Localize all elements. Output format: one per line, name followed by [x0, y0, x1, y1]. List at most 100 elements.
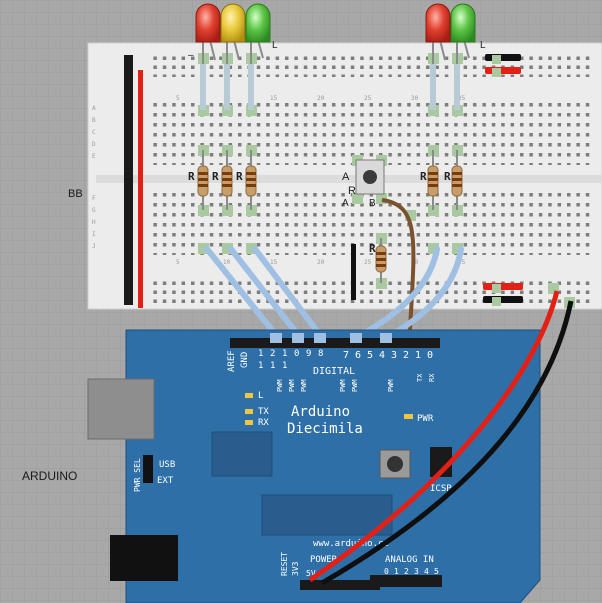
pin-label: 1 [415, 350, 421, 361]
left-rail-black [124, 55, 133, 305]
pin-label: 2 [270, 349, 275, 359]
analog-pin-label: 0 [384, 567, 389, 576]
v33-label: 3V3 [291, 561, 300, 576]
led-group-left: L – [188, 3, 278, 61]
pwm-label: PWM [288, 379, 296, 392]
usb-connector [87, 378, 155, 440]
row-letter: H [92, 219, 96, 226]
led-pwr-icon [404, 414, 413, 419]
wire-black-ground [320, 300, 574, 586]
row-letter: C [92, 129, 96, 136]
digital-header [230, 338, 440, 348]
reset-button-cap-icon [387, 456, 403, 472]
led-rx-label: RX [258, 418, 269, 428]
row-letter: I [92, 231, 96, 238]
pin-label: 1 [258, 361, 263, 371]
push-button: A R A B [342, 159, 385, 209]
resistor-label: R [236, 170, 243, 183]
col-number: 20 [317, 95, 325, 102]
usb-label: USB [159, 460, 175, 470]
col-number: 25 [364, 95, 372, 102]
analog-pin-label: 3 [414, 567, 419, 576]
col-number: 5 [176, 259, 180, 266]
v5-label: 5V [306, 569, 316, 578]
resistor-label: R [369, 242, 376, 255]
led-tx-label: TX [258, 407, 269, 417]
rail-wire-red-top [485, 67, 521, 74]
power-select-jumper [143, 455, 153, 483]
row-letter: D [92, 141, 96, 148]
gnd-label: GND [240, 352, 250, 368]
resistor-label: R [444, 170, 451, 183]
green-led-icon [450, 3, 476, 43]
pin-label: 9 [306, 349, 311, 359]
analog-in-label: ANALOG IN [385, 555, 434, 565]
wire-red-power [308, 290, 560, 583]
pwm-label: PWM [351, 379, 359, 392]
row-letter: G [92, 207, 96, 214]
arduino-label: ARDUINO [22, 469, 77, 483]
pin-label: 7 [343, 350, 349, 361]
power-jack [110, 535, 178, 581]
pin-label: 1 [282, 349, 287, 359]
pwm-label: PWM [300, 379, 308, 392]
led-l-icon [245, 393, 253, 398]
pwr-sel-label: PWR SEL [133, 458, 142, 492]
center-channel [96, 175, 602, 183]
bottom-power-rail [150, 278, 590, 303]
power-label: POWER [310, 555, 338, 565]
aref-label: AREF [227, 350, 237, 372]
reset-label: RESET [280, 552, 289, 576]
led-leg-label: L [272, 40, 278, 51]
microcontroller-chip [261, 494, 393, 536]
switch-label-b: B [369, 198, 376, 209]
pin-label: 1 [270, 361, 275, 371]
col-number: 5 [176, 95, 180, 102]
rx-label: RX [428, 373, 436, 382]
col-number: 15 [270, 259, 278, 266]
rail-wire-black-top [485, 54, 521, 61]
rail-wire-red-bottom [483, 283, 523, 290]
pwm-label: PWM [339, 379, 347, 392]
col-number: 15 [270, 95, 278, 102]
led-group-right: L [425, 3, 486, 51]
led-tx-icon [245, 409, 253, 414]
col-number: 10 [223, 259, 231, 266]
led-l-label: L [258, 391, 263, 401]
led-leg-wires [200, 64, 460, 110]
wires-blue [204, 246, 464, 341]
resistor-label: R [420, 170, 427, 183]
breadboard-label: BB [68, 188, 83, 200]
jumper-black [351, 244, 356, 300]
switch-label-a: A [342, 171, 350, 183]
model-label: Diecimila [287, 421, 363, 437]
led-minus-label: – [188, 50, 194, 61]
led-rx-icon [245, 420, 253, 425]
resistor-label: R [188, 170, 195, 183]
pin-label: 1 [282, 361, 287, 371]
row-letter: E [92, 153, 96, 160]
pin-label: 0 [294, 349, 299, 359]
wire-ends [270, 333, 392, 343]
pin-label: 2 [403, 350, 409, 361]
wire-brown [381, 198, 416, 331]
col-number: 25 [364, 259, 372, 266]
analog-pin-label: 5 [434, 567, 439, 576]
pin-label: 3 [391, 350, 397, 361]
top-power-rail [150, 52, 590, 77]
col-number: 30 [411, 95, 419, 102]
power-header [300, 580, 380, 590]
row-letter: B [92, 117, 96, 124]
analog-header [370, 575, 442, 587]
switch-label-a2: A [342, 198, 349, 209]
tx-label: TX [416, 373, 424, 382]
pin-label: 5 [367, 350, 373, 361]
col-number: 35 [458, 95, 466, 102]
pin-label: 0 [427, 350, 433, 361]
ext-label: EXT [157, 476, 174, 486]
red-led-icon [195, 3, 221, 43]
row-letter: A [92, 105, 96, 112]
terminal-block-top [150, 103, 590, 165]
led-leg-label: L [480, 40, 486, 51]
